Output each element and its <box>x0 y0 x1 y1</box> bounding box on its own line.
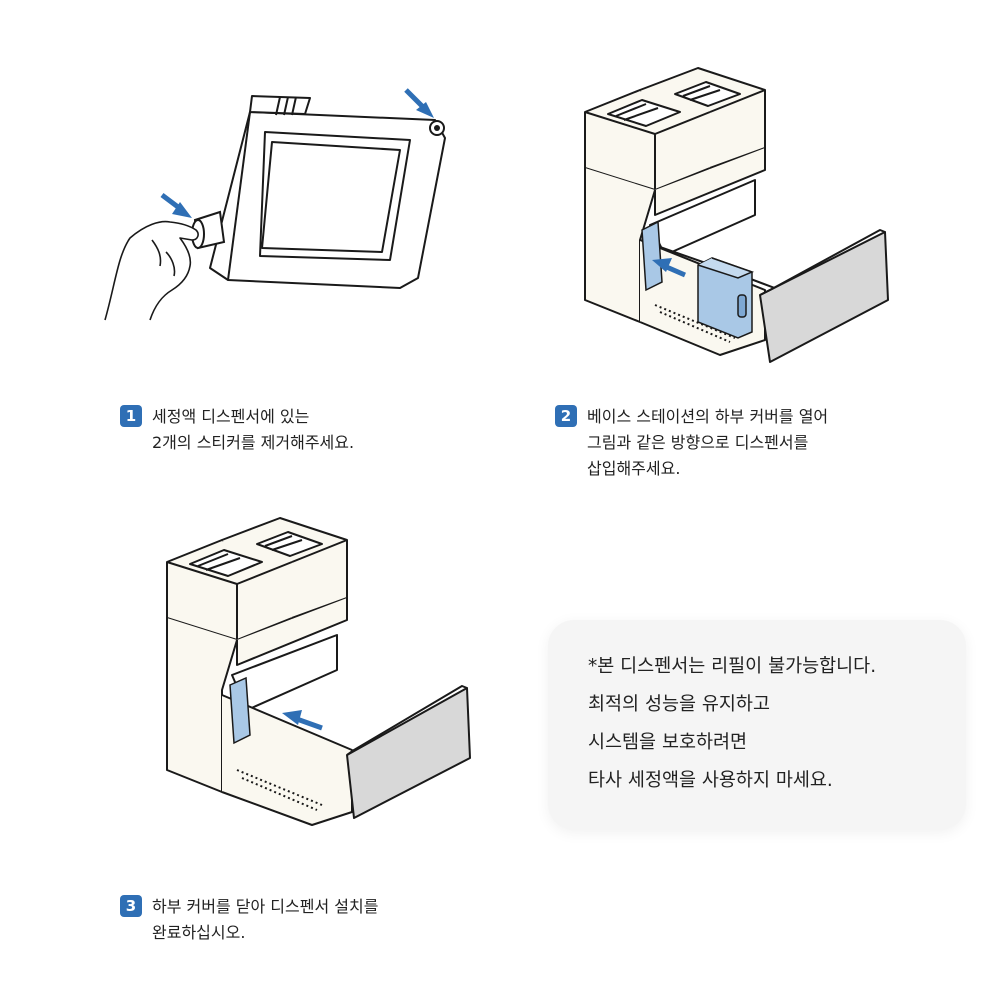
arrow-icon <box>404 88 434 118</box>
base-station-icon <box>166 517 353 826</box>
dispenser-slot <box>641 220 663 292</box>
step-text: 세정액 디스펜서에 있는 2개의 스티커를 제거해주세요. <box>152 404 354 456</box>
step-line: 그림과 같은 방향으로 디스펜서를 <box>587 433 809 452</box>
step-line: 베이스 스테이션의 하부 커버를 열어 <box>587 407 829 426</box>
step-line: 2개의 스티커를 제거해주세요. <box>152 433 355 452</box>
step-2: 2 베이스 스테이션의 하부 커버를 열어 그림과 같은 방향으로 디스펜서를 … <box>555 404 828 482</box>
note-line: 타사 세정액을 사용하지 마세요. <box>588 770 833 791</box>
step-line: 하부 커버를 닫아 디스펜서 설치를 <box>152 897 379 916</box>
note-text: *본 디스펜서는 리필이 불가능합니다. 최적의 성능을 유지하고 시스템을 보… <box>588 648 876 800</box>
note-line: 시스템을 보호하려면 <box>588 732 748 753</box>
step-text: 하부 커버를 닫아 디스펜서 설치를 완료하십시오. <box>152 894 378 946</box>
arrow-icon <box>652 258 686 278</box>
note-line: 최적의 성능을 유지하고 <box>588 694 770 715</box>
step-line: 완료하십시오. <box>152 923 246 942</box>
step-1: 1 세정액 디스펜서에 있는 2개의 스티커를 제거해주세요. <box>120 404 354 456</box>
illustration-remove-stickers <box>104 88 446 321</box>
hand-icon <box>104 220 199 321</box>
dispenser-icon <box>697 257 755 339</box>
cover-icon <box>346 685 471 819</box>
refill-warning-note: *본 디스펜서는 리필이 불가능합니다. 최적의 성능을 유지하고 시스템을 보… <box>548 620 966 830</box>
step-line: 세정액 디스펜서에 있는 <box>152 407 310 426</box>
dispenser-bottle-icon <box>209 95 446 289</box>
step-number-badge: 3 <box>120 895 142 917</box>
step-number-badge: 1 <box>120 405 142 427</box>
illustration-insert-dispenser <box>584 67 889 363</box>
illustration-close-cover <box>166 517 471 826</box>
dispenser-slot <box>229 676 251 745</box>
arrow-icon <box>160 193 192 218</box>
nozzle-icon <box>191 210 226 250</box>
cover-icon <box>759 229 889 363</box>
note-line: *본 디스펜서는 리필이 불가능합니다. <box>588 656 877 677</box>
step-number-badge: 2 <box>555 405 577 427</box>
step-line: 삽입해주세요. <box>587 459 681 478</box>
step-3: 3 하부 커버를 닫아 디스펜서 설치를 완료하십시오. <box>120 894 378 946</box>
step-text: 베이스 스테이션의 하부 커버를 열어 그림과 같은 방향으로 디스펜서를 삽입… <box>587 404 828 482</box>
arrow-icon <box>282 710 323 731</box>
